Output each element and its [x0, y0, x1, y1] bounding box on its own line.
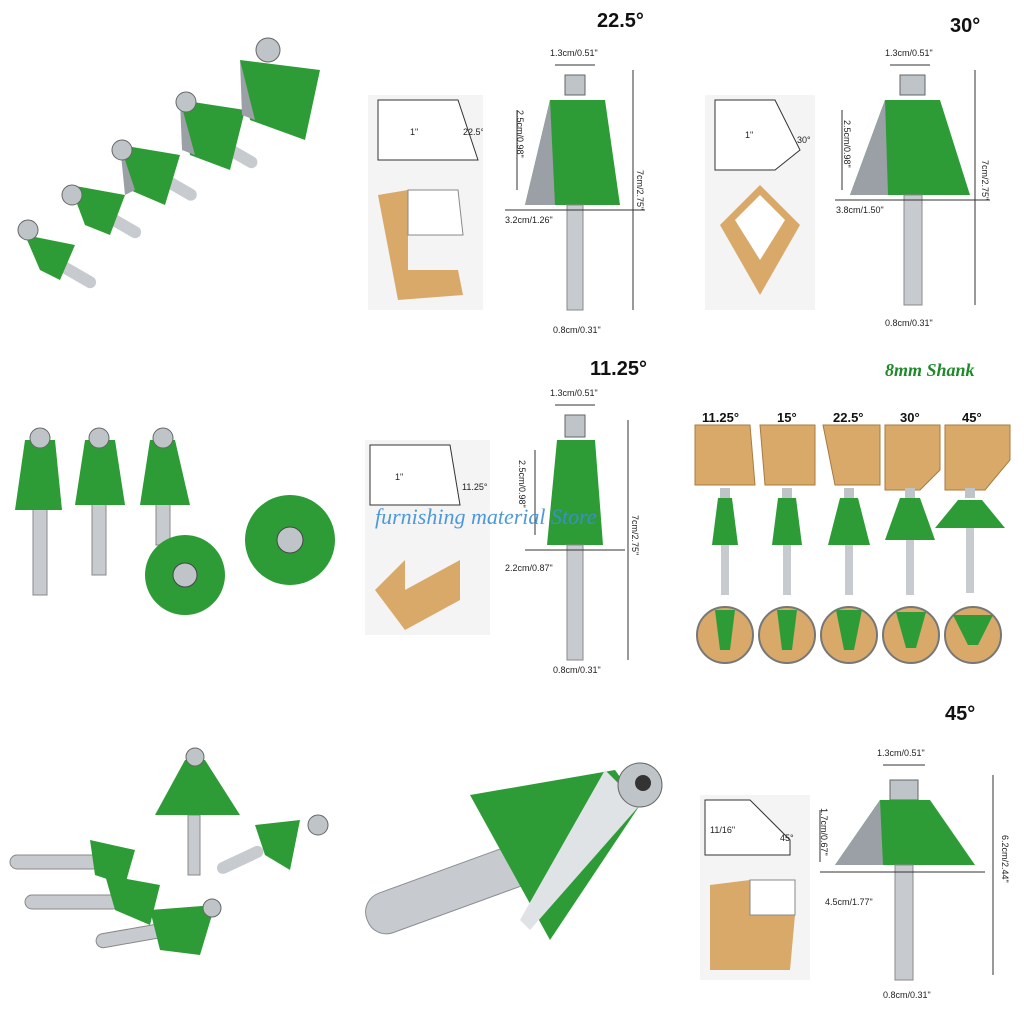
wood-block-5: [944, 424, 1011, 491]
shank-dim: 0.8cm/0.31": [885, 318, 933, 328]
dia-dim: 2.2cm/0.87": [505, 563, 553, 573]
bearing-dim: 1.3cm/0.51": [550, 388, 598, 398]
shank-label-4: 30°: [900, 410, 920, 425]
router-bit-2: [61, 184, 142, 239]
router-bit-e: [245, 495, 335, 585]
shank-dim: 0.8cm/0.31": [883, 990, 931, 1000]
router-bit-row2: [24, 875, 160, 925]
shank-comparison: 11.25° 15° 22.5° 30° 45°: [690, 410, 1020, 675]
profile-diagram-11-25: 1" 11.25°: [365, 440, 490, 635]
router-bit-right: [216, 814, 329, 874]
router-bit-top: [155, 747, 240, 876]
shank-label-2: 15°: [777, 410, 797, 425]
profile-diagram-30: 1" 30°: [705, 95, 815, 310]
total-dim: 7cm/2.75": [635, 170, 645, 211]
dia-dim: 3.8cm/1.50": [836, 205, 884, 215]
router-bit-5: [240, 37, 320, 140]
profile-circle-4: [882, 606, 940, 664]
profile-circle-1: [696, 606, 754, 664]
profile-height-label: 1": [745, 130, 754, 140]
wood-block-4: [884, 424, 941, 491]
profile-circle-5: [944, 606, 1002, 664]
angle-title-11-25: 11.25°: [590, 358, 647, 380]
router-bit-1: [17, 219, 97, 289]
profile-diagram-45: 11/16" 45°: [700, 795, 810, 980]
angle-title-22-5: 22.5°: [597, 10, 644, 32]
router-bit-a: [15, 427, 62, 596]
profile-diagram-22-5: 1" 22.5°: [368, 95, 483, 310]
bearing-dim: 1.3cm/0.51": [550, 48, 598, 58]
wood-block-3: [822, 424, 881, 486]
bits-cluster-photo: [0, 420, 340, 620]
bits-pile-photo: [0, 745, 340, 975]
dia-dim: 3.2cm/1.26": [505, 215, 553, 225]
angle-title-45: 45°: [945, 703, 976, 725]
bit-dimension-45: 1.3cm/0.51" 1.7cm/0.67" 6.2cm/2.44" 4.5c…: [815, 740, 1020, 1010]
total-dim: 7cm/2.75": [980, 160, 990, 201]
router-bit-row3: [95, 898, 222, 955]
profile-height-label: 1": [395, 472, 404, 482]
router-bit-d: [145, 535, 225, 615]
angle-title-30: 30°: [950, 15, 981, 37]
bearing-dim: 1.3cm/0.51": [885, 48, 933, 58]
shank-bit-5: [935, 488, 1005, 593]
router-bit-row1: [9, 840, 135, 885]
wood-block-2: [759, 424, 816, 486]
shank-label-5: 45°: [962, 410, 982, 425]
total-dim: 6.2cm/2.44": [1000, 835, 1010, 883]
height-dim: 2.5cm/0.98": [842, 120, 852, 168]
profile-angle-label: 11.25°: [462, 482, 488, 492]
router-bit-b: [75, 427, 125, 576]
height-dim: 1.7cm/0.67": [819, 808, 829, 856]
wood-block-1: [694, 424, 756, 486]
profile-height-label: 1": [410, 127, 419, 137]
shank-label-3: 22.5°: [833, 410, 864, 425]
dia-dim: 4.5cm/1.77": [825, 897, 873, 907]
shank-bit-4: [885, 488, 935, 595]
profile-height-label: 11/16": [710, 825, 736, 835]
store-watermark: furnishing material Store: [375, 504, 597, 529]
shank-dim: 0.8cm/0.31": [553, 665, 601, 675]
router-bit-3: [111, 139, 197, 205]
profile-circle-2: [758, 606, 816, 664]
bit-dimension-11-25: 1.3cm/0.51" 2.5cm/0.98" 7cm/2.75" 2.2cm/…: [495, 385, 655, 685]
shank-label-1: 11.25°: [702, 410, 740, 425]
shank-bit-3: [828, 488, 870, 595]
profile-angle-label: 45°: [780, 833, 794, 843]
total-dim: 7cm/2.75": [630, 515, 640, 556]
shank-dim: 0.8cm/0.31": [553, 325, 601, 335]
profile-angle-label: 30°: [797, 135, 811, 145]
router-bit-c: [140, 427, 190, 546]
bits-diagonal-photo: [0, 30, 340, 320]
height-dim: 2.5cm/0.98": [515, 110, 525, 158]
bit-closeup-photo: [350, 750, 690, 980]
profile-angle-label: 22.5°: [463, 127, 483, 137]
bit-dimension-30: 1.3cm/0.51" 2.5cm/0.98" 7cm/2.75" 3.8cm/…: [830, 40, 1010, 340]
profile-circle-3: [820, 606, 878, 664]
bit-dimension-22-5: 1.3cm/0.51" 2.5cm/0.98" 7cm/2.75" 3.2cm/…: [495, 40, 655, 340]
shank-title: 8mm Shank: [885, 360, 975, 380]
shank-bit-1: [712, 488, 738, 595]
bearing-dim: 1.3cm/0.51": [877, 748, 925, 758]
height-dim: 2.5cm/0.98": [517, 460, 527, 508]
shank-bit-2: [772, 488, 802, 595]
router-bit-4: [175, 91, 258, 170]
